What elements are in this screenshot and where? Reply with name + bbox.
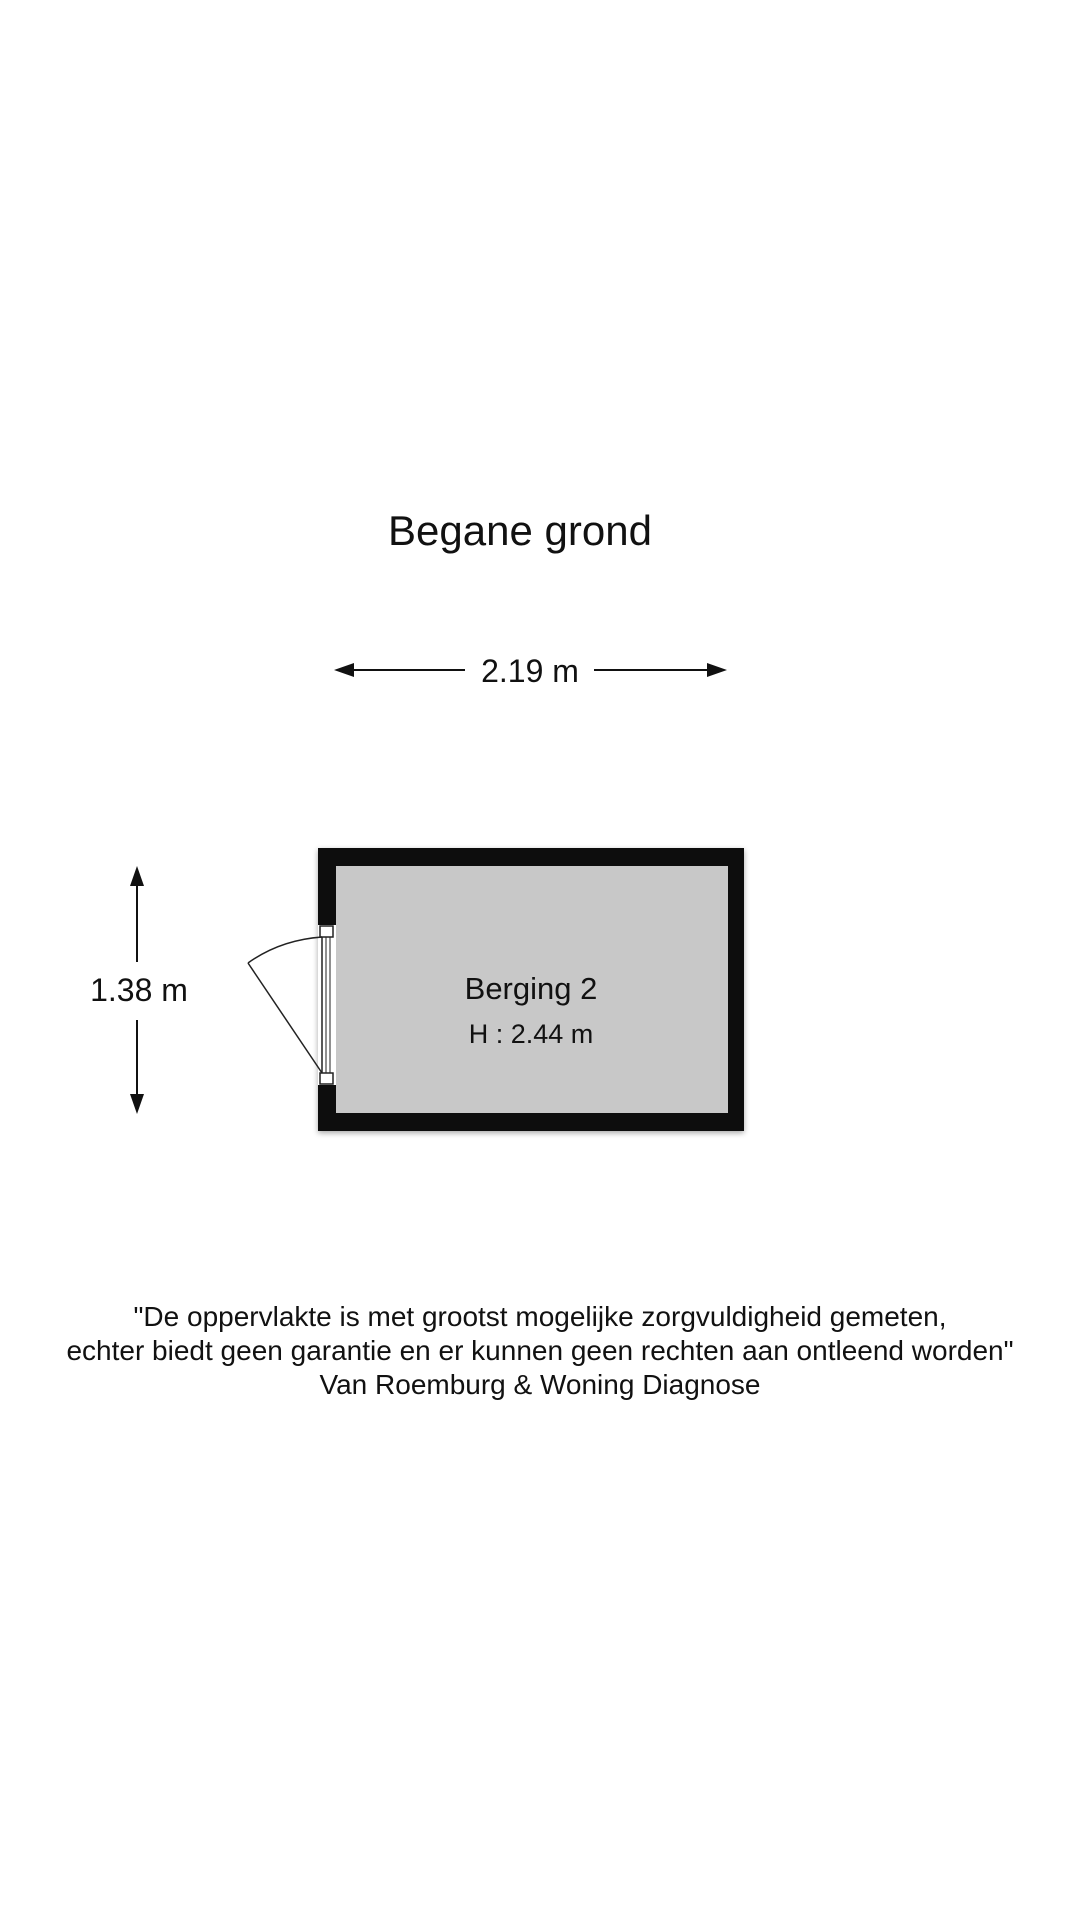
door-swing-arc bbox=[247, 936, 323, 964]
arrow-right-icon bbox=[707, 663, 727, 677]
width-dimension: 2.19 m bbox=[334, 653, 727, 689]
room-floor bbox=[336, 866, 728, 1113]
room-berging: Berging 2 H : 2.44 m bbox=[247, 848, 744, 1131]
disclaimer-line-2: echter biedt geen garantie en er kunnen … bbox=[66, 1335, 1014, 1366]
arrow-left-icon bbox=[334, 663, 354, 677]
disclaimer-credit: Van Roemburg & Woning Diagnose bbox=[319, 1369, 761, 1400]
depth-dimension: 1.38 m bbox=[90, 866, 188, 1114]
door-jamb-top bbox=[319, 925, 334, 938]
room-name: Berging 2 bbox=[465, 971, 598, 1006]
room-height: H : 2.44 m bbox=[469, 1019, 594, 1049]
door-leaf bbox=[247, 962, 323, 1074]
arrow-up-icon bbox=[130, 866, 144, 886]
arrow-down-icon bbox=[130, 1094, 144, 1114]
floor-title: Begane grond bbox=[388, 507, 652, 554]
door-jamb-bottom bbox=[319, 1072, 334, 1085]
depth-dimension-label: 1.38 m bbox=[90, 972, 188, 1008]
disclaimer: "De oppervlakte is met grootst mogelijke… bbox=[0, 1300, 1080, 1402]
disclaimer-line-1: "De oppervlakte is met grootst mogelijke… bbox=[133, 1301, 947, 1332]
door-opening bbox=[318, 925, 336, 1085]
width-dimension-label: 2.19 m bbox=[481, 653, 579, 689]
